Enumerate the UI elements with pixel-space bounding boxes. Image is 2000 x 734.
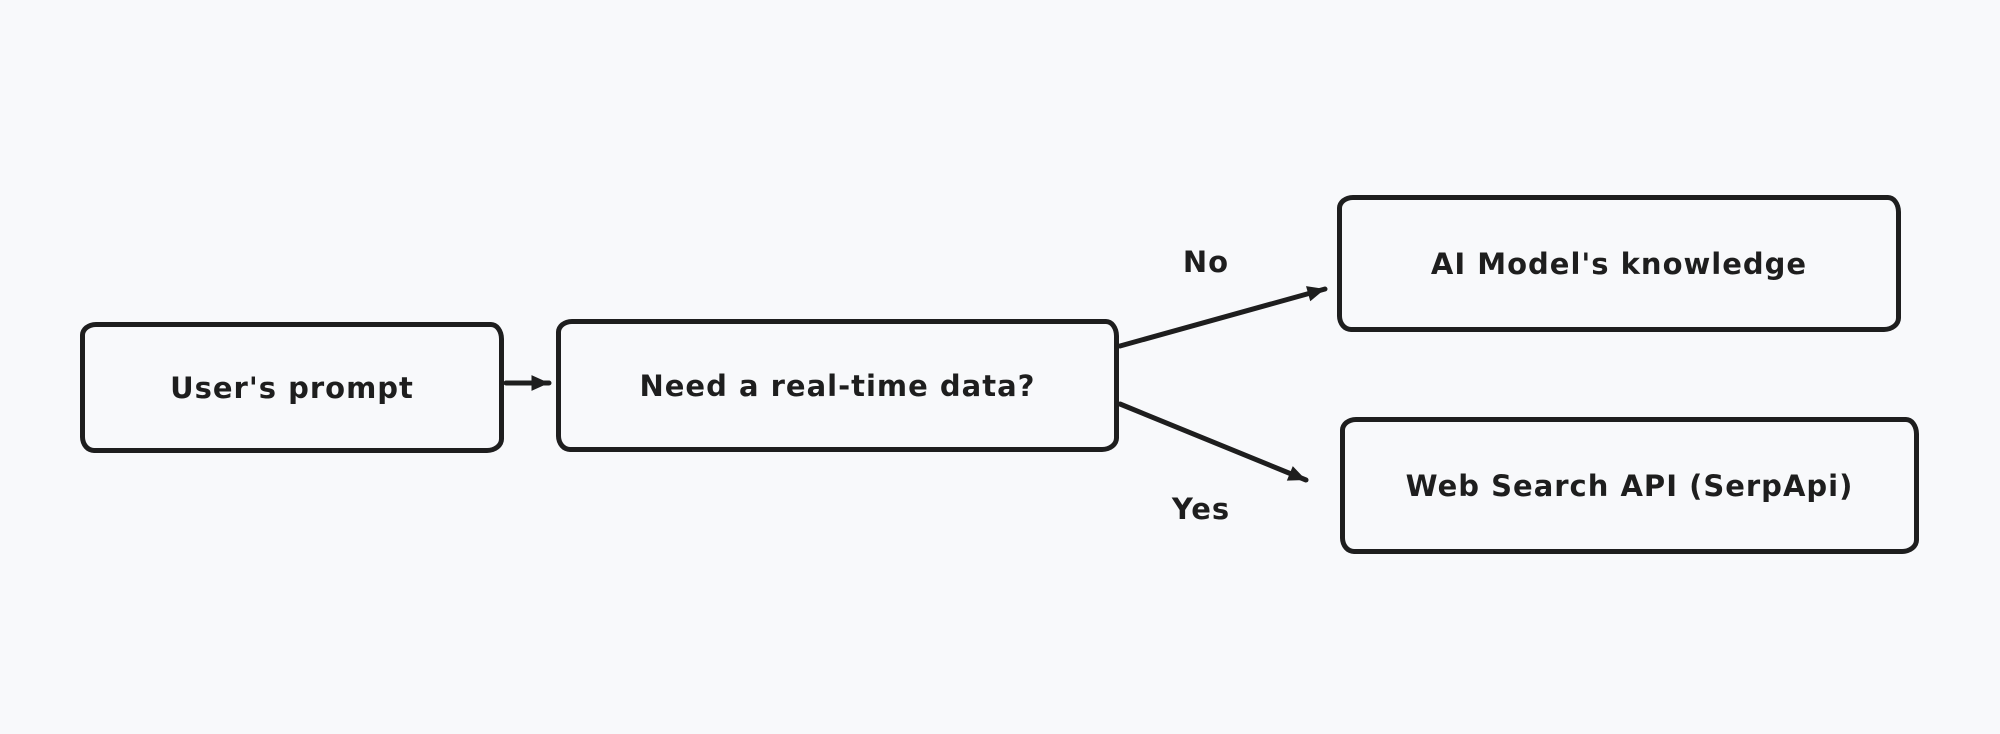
- arrow-decision-to-web-search: [1117, 401, 1309, 483]
- edge-label-no: No: [1182, 245, 1230, 279]
- node-users-prompt: User's prompt: [80, 322, 504, 453]
- edge-label-yes: Yes: [1171, 492, 1231, 526]
- node-web-search-api-label: Web Search API (SerpApi): [1405, 468, 1854, 503]
- node-web-search-api: Web Search API (SerpApi): [1340, 417, 1919, 554]
- node-ai-models-knowledge-label: AI Model's knowledge: [1430, 246, 1808, 281]
- node-need-realtime-data-label: Need a real-time data?: [639, 368, 1036, 403]
- arrow-decision-to-ai-knowledge: [1117, 286, 1328, 349]
- node-need-realtime-data: Need a real-time data?: [556, 319, 1119, 452]
- node-ai-models-knowledge: AI Model's knowledge: [1337, 195, 1901, 332]
- node-users-prompt-label: User's prompt: [170, 370, 414, 405]
